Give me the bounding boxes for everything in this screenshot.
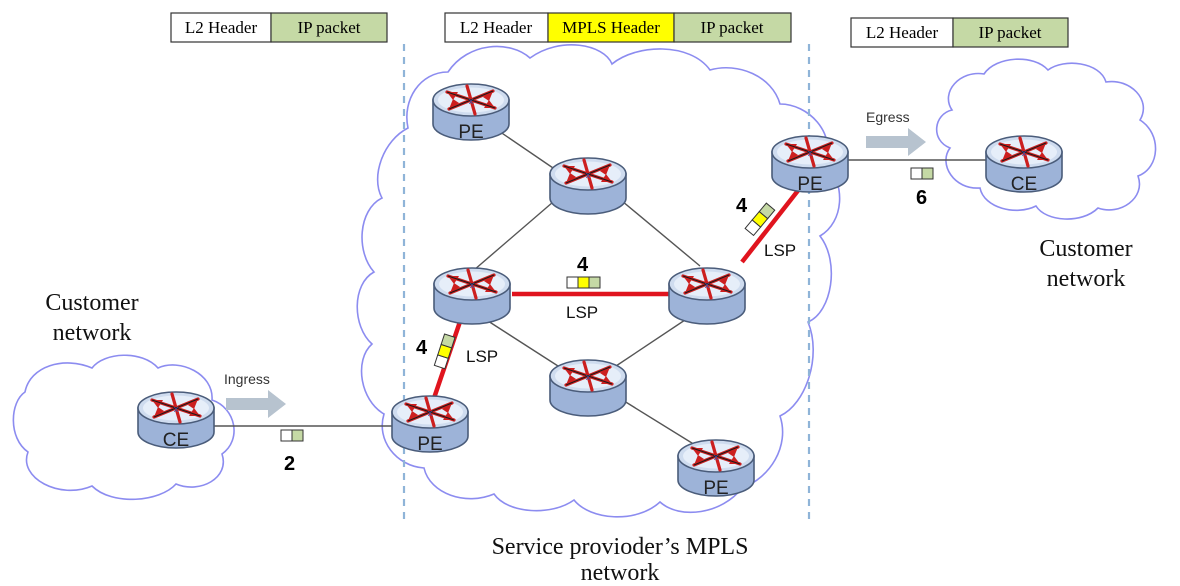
ingress-label: Ingress bbox=[224, 371, 270, 387]
pe-bottom-router-icon: PE bbox=[676, 438, 756, 499]
l2-header-label: L2 Header bbox=[866, 23, 939, 42]
pe-label: PE bbox=[458, 122, 483, 143]
p-router-icon bbox=[548, 358, 628, 418]
p-router-icon bbox=[667, 266, 747, 326]
packet-count-label: 2 bbox=[284, 453, 295, 475]
egress-arrow-icon bbox=[866, 128, 926, 156]
provider-network-line1: Service provioder’s MPLS bbox=[492, 534, 749, 560]
header-middle: L2 Header MPLS Header IP packet bbox=[444, 12, 792, 43]
ce-right-router-icon: CE bbox=[984, 134, 1064, 195]
customer-network-right-line2: network bbox=[1047, 266, 1126, 292]
lsp-label: LSP bbox=[466, 347, 498, 366]
ce-label: CE bbox=[163, 430, 189, 451]
customer-network-left-line2: network bbox=[53, 320, 132, 346]
header-right: L2 Header IP packet bbox=[850, 17, 1069, 48]
pe-top-router-icon: PE bbox=[431, 82, 511, 143]
pe-ingress-router-icon: PE bbox=[390, 394, 470, 455]
packet-icon bbox=[280, 429, 304, 442]
customer-network-left-line1: Customer bbox=[45, 290, 138, 316]
lsp-label: LSP bbox=[764, 241, 796, 260]
packet-icon bbox=[566, 276, 601, 289]
p-router-icon bbox=[432, 266, 512, 326]
pe-label: PE bbox=[797, 174, 822, 195]
packet-count-label: 6 bbox=[916, 187, 927, 209]
l2-header-label: L2 Header bbox=[460, 18, 533, 37]
packet-count-label: 4 bbox=[577, 254, 589, 276]
l2-header-label: L2 Header bbox=[185, 18, 258, 37]
p-router-icon bbox=[548, 156, 628, 216]
pe-egress-router-icon: PE bbox=[770, 134, 850, 195]
packet-count-label: 4 bbox=[736, 195, 748, 217]
ingress-arrow-icon bbox=[226, 390, 286, 418]
packet-icon bbox=[910, 167, 934, 180]
ip-packet-label: IP packet bbox=[700, 18, 763, 37]
ip-packet-label: IP packet bbox=[297, 18, 360, 37]
packet-count-label: 4 bbox=[416, 337, 428, 359]
ce-left-router-icon: CE bbox=[136, 390, 216, 451]
ce-label: CE bbox=[1011, 174, 1037, 195]
pe-label: PE bbox=[703, 478, 728, 499]
lsp-label: LSP bbox=[566, 303, 598, 322]
header-left: L2 Header IP packet bbox=[170, 12, 388, 43]
provider-network-line2: network bbox=[581, 560, 660, 586]
mpls-header-label: MPLS Header bbox=[562, 18, 660, 37]
customer-network-right-line1: Customer bbox=[1039, 236, 1132, 262]
packet-icon bbox=[433, 333, 456, 370]
egress-label: Egress bbox=[866, 109, 910, 125]
packet-icon bbox=[744, 202, 776, 237]
pe-label: PE bbox=[417, 434, 442, 455]
ip-packet-label: IP packet bbox=[978, 23, 1041, 42]
